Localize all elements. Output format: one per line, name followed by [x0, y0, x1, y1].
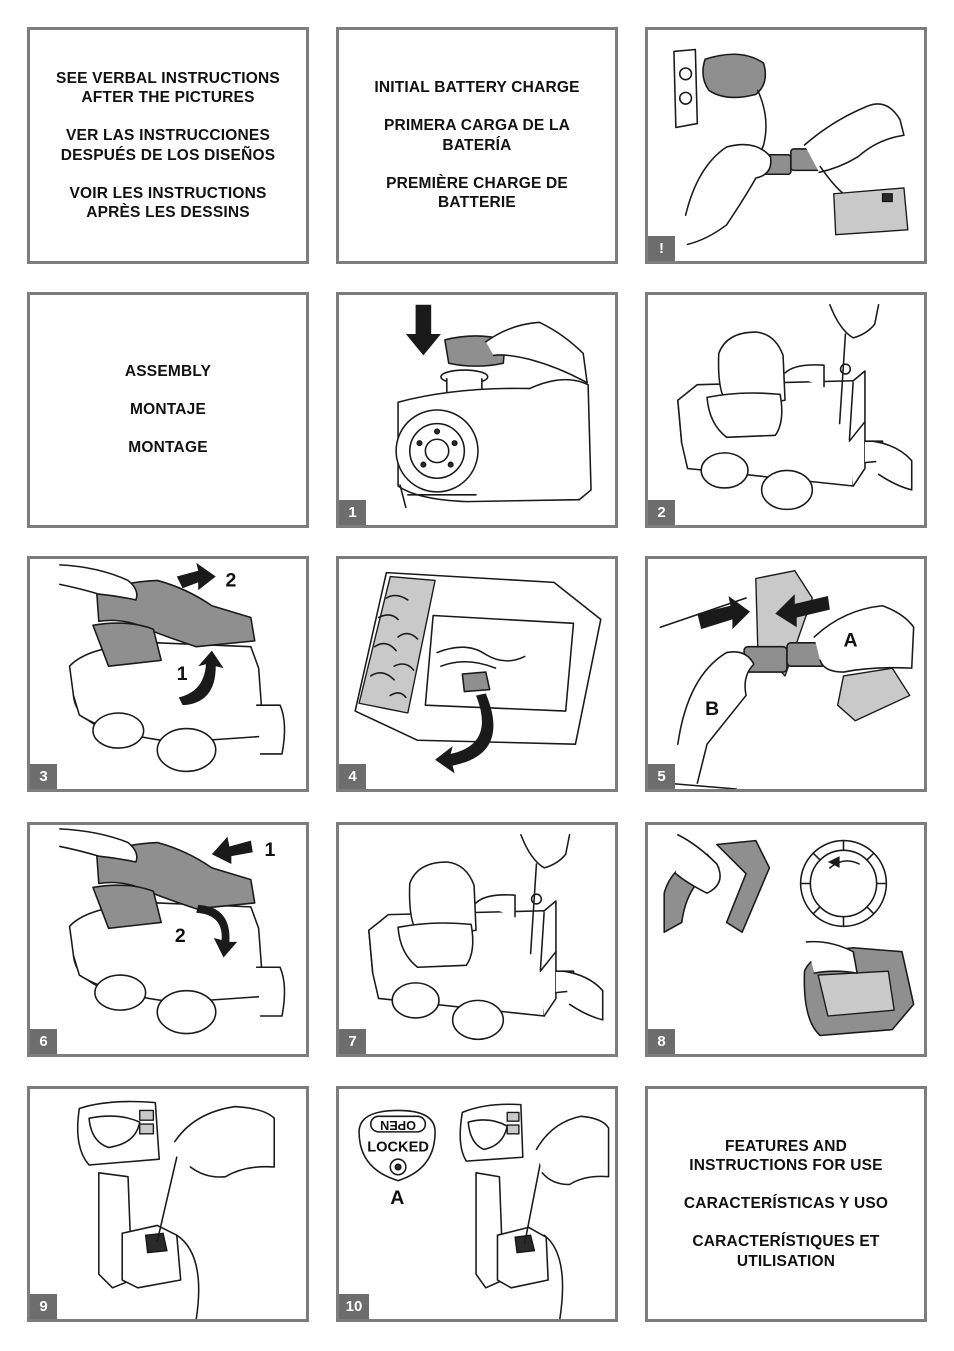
assembly-line-spanish: MONTAJE — [129, 401, 207, 419]
assembly-line-english: ASSEMBLY — [124, 363, 212, 381]
step2-illustration — [677, 303, 913, 511]
step3-panel: 2 1 3 — [27, 556, 309, 792]
lock-open-label: OPEN — [380, 1118, 416, 1132]
step3-arrow-label-2: 2 — [226, 569, 237, 591]
step7-illustration — [368, 833, 604, 1041]
arrow-curved-down-icon — [196, 904, 238, 958]
arrow-left-icon — [775, 594, 830, 628]
rotate-arrow-icon — [827, 856, 840, 868]
step1-badge: 1 — [339, 500, 366, 525]
warning-badge: ! — [648, 236, 675, 261]
step9-badge: 9 — [30, 1294, 57, 1319]
features-line-english: FEATURES AND INSTRUCTIONS FOR USE — [689, 1137, 883, 1175]
battery-line-french: PREMIÈRE CHARGE DE BATTERIE — [386, 174, 568, 212]
battery-line-spanish: PRIMERA CARGA DE LA BATERÍA — [383, 117, 571, 154]
step4-illustration — [354, 571, 602, 774]
step5-panel: A B 5 — [645, 556, 927, 792]
step3-badge: 3 — [30, 764, 57, 789]
step10-label-a: A — [390, 1187, 404, 1209]
assembly-line-french: MONTAGE — [128, 439, 208, 457]
step10-panel: OPEN LOCKED A 10 — [336, 1086, 618, 1322]
step8-illustration — [663, 833, 915, 1037]
step10-badge: 10 — [339, 1294, 369, 1319]
step8-badge: 8 — [648, 1029, 675, 1054]
lock-locked-label: LOCKED — [367, 1139, 429, 1155]
step9-illustration — [76, 1100, 276, 1319]
step6-panel: 1 2 6 — [27, 822, 309, 1057]
step7-badge: 7 — [339, 1029, 366, 1054]
step6-illustration: 1 2 — [59, 828, 286, 1035]
arrow-left-icon — [211, 836, 253, 864]
arrow-curved-icon — [178, 650, 224, 706]
step6-arrow-label-1: 1 — [264, 839, 275, 861]
step6-badge: 6 — [30, 1029, 57, 1054]
charger-connection-illustration — [673, 48, 909, 246]
step2-panel: 2 — [645, 292, 927, 528]
intro-panel: SEE VERBAL INSTRUCTIONS AFTER THE PICTUR… — [27, 27, 309, 264]
intro-line-french: VOIR LES INSTRUCTIONS APRÈS LES DESSINS — [69, 184, 267, 222]
features-line-spanish: CARACTERÍSTICAS Y USO — [683, 1195, 889, 1213]
step2-badge: 2 — [648, 500, 675, 525]
step1-illustration — [395, 304, 592, 509]
step4-badge: 4 — [339, 764, 366, 789]
features-line-french: CARACTERÍSTIQUES ET UTILISATION — [692, 1233, 880, 1270]
features-panel: FEATURES AND INSTRUCTIONS FOR USE CARACT… — [645, 1086, 927, 1322]
step8-panel: 8 — [645, 822, 927, 1057]
down-arrow-icon — [405, 304, 441, 356]
step9-panel: 9 — [27, 1086, 309, 1322]
step5-label-a: A — [844, 630, 858, 652]
step5-illustration: A B — [659, 570, 915, 789]
battery-line-english: INITIAL BATTERY CHARGE — [374, 79, 580, 97]
intro-line-english: SEE VERBAL INSTRUCTIONS AFTER THE PICTUR… — [56, 69, 280, 107]
step7-panel: 7 — [336, 822, 618, 1057]
arrow-up-right-icon — [176, 562, 216, 591]
step5-badge: 5 — [648, 764, 675, 789]
arrow-right-icon — [697, 596, 750, 630]
step5-label-b: B — [705, 698, 719, 720]
step3-illustration: 2 1 — [59, 562, 286, 773]
curved-down-arrow-icon — [435, 693, 494, 774]
step6-arrow-label-2: 2 — [175, 925, 186, 947]
battery-charge-panel: INITIAL BATTERY CHARGE PRIMERA CARGA DE … — [336, 27, 618, 264]
step3-arrow-label-1: 1 — [177, 663, 188, 685]
step10-illustration: OPEN LOCKED A — [358, 1103, 610, 1319]
step1-panel: 1 — [336, 292, 618, 528]
assembly-panel: ASSEMBLY MONTAJE MONTAGE — [27, 292, 309, 528]
warning-charger-panel: ! — [645, 27, 927, 264]
intro-line-spanish: VER LAS INSTRUCCIONES DESPUÉS DE LOS DIS… — [60, 127, 276, 164]
step4-panel: 4 — [336, 556, 618, 792]
